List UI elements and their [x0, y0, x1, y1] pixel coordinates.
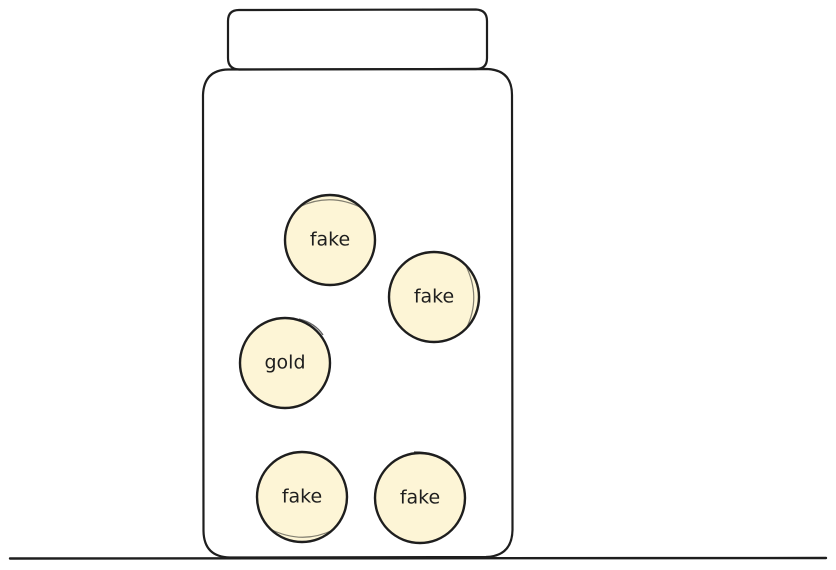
coin-label: fake [282, 486, 322, 508]
coin-disc [283, 193, 377, 287]
coin-label: gold [264, 352, 305, 374]
coin: fake [387, 250, 481, 344]
coin-sketch-stroke [464, 263, 475, 330]
coin: gold [238, 316, 332, 410]
coin-sketch-stroke [298, 318, 324, 336]
jar-lid [226, 8, 489, 71]
coin-sketch-stroke [269, 528, 334, 538]
coin-sketch-stroke [413, 451, 451, 464]
coin-disc [238, 316, 332, 410]
coin-sketch-stroke [298, 199, 363, 209]
coin: fake [283, 193, 377, 287]
coin: fake [373, 451, 467, 545]
coin: fake [255, 450, 349, 544]
coin-disc [387, 250, 481, 344]
coins-layer: fake fake gold fake fake [238, 193, 481, 545]
coin-disc [255, 450, 349, 544]
coin-label: fake [414, 286, 454, 308]
coin-label: fake [400, 487, 440, 509]
coin-disc [373, 451, 467, 545]
jar-body [201, 67, 514, 559]
coin-label: fake [310, 229, 350, 251]
